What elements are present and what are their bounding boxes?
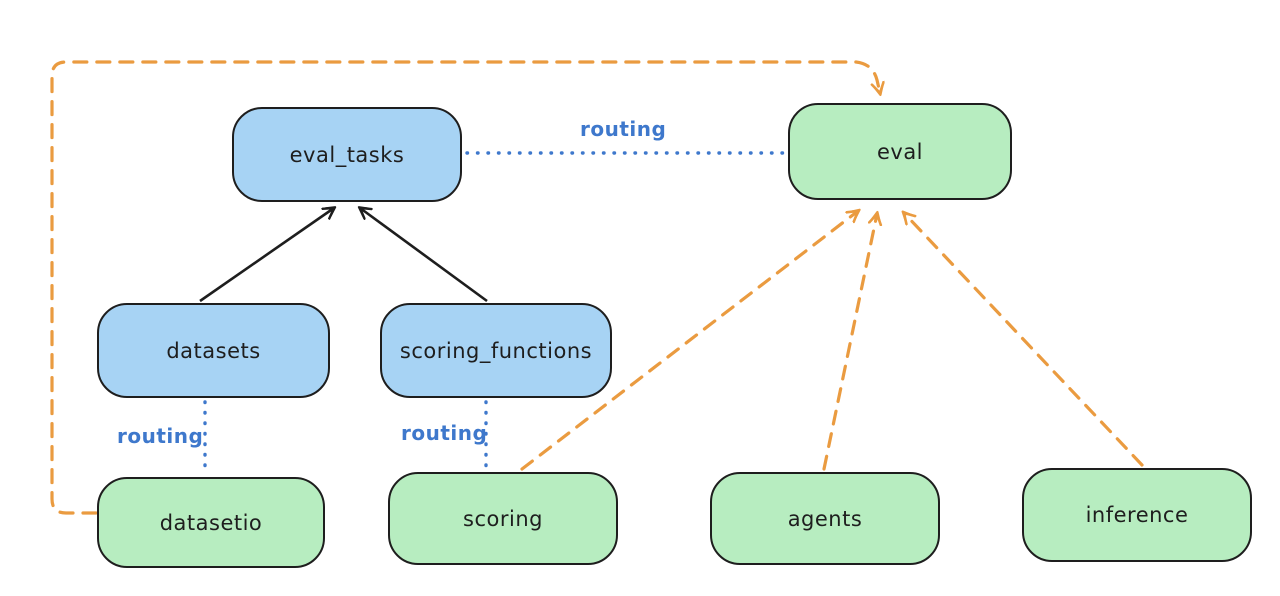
- edge-scoring-functions-to-eval-tasks: [360, 208, 488, 303]
- node-agents-label: agents: [787, 506, 863, 531]
- node-eval-tasks: eval_tasks: [232, 107, 462, 202]
- edge-datasets-to-eval-tasks: [199, 208, 334, 303]
- edge-scoring-to-eval: [520, 211, 858, 471]
- node-scoring-functions: scoring_functions: [380, 303, 612, 398]
- node-inference: inference: [1022, 468, 1252, 562]
- routing-label-scoring-functions-scoring: routing: [401, 421, 488, 445]
- node-agents: agents: [710, 472, 940, 565]
- routing-label-eval-tasks-eval: routing: [580, 117, 667, 141]
- routing-label-datasets-datasetio: routing: [117, 424, 204, 448]
- node-datasetio: datasetio: [97, 477, 325, 568]
- node-eval-tasks-label: eval_tasks: [289, 142, 405, 167]
- node-inference-label: inference: [1085, 503, 1189, 527]
- node-datasetio-label: datasetio: [159, 510, 263, 535]
- edge-datasetio-to-eval: [50, 60, 880, 515]
- edge-inference-to-eval: [904, 213, 1144, 467]
- node-datasets: datasets: [97, 303, 330, 398]
- node-datasets-label: datasets: [166, 338, 261, 363]
- node-eval: eval: [788, 103, 1012, 200]
- node-scoring: scoring: [388, 472, 618, 565]
- node-scoring-functions-label: scoring_functions: [399, 338, 593, 363]
- node-eval-label: eval: [876, 139, 924, 164]
- node-scoring-label: scoring: [463, 506, 543, 531]
- edge-agents-to-eval: [822, 214, 877, 471]
